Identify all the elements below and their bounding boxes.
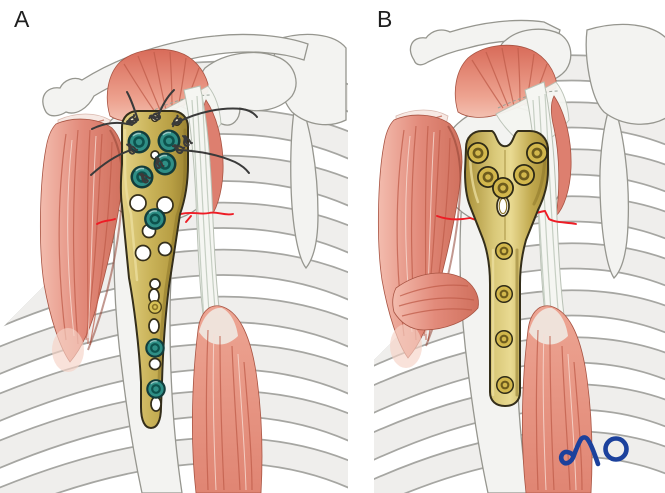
clavicle-a — [42, 33, 309, 117]
panel-b-illustration: AO — [374, 19, 665, 493]
locking-screw — [494, 329, 514, 349]
locking-screw — [143, 207, 167, 231]
locking-screw — [526, 142, 548, 164]
fracture-line-a — [96, 211, 234, 225]
cuff-sutures-a — [90, 89, 258, 185]
capsule-line-a — [149, 94, 213, 113]
locking-plate-a — [119, 110, 189, 430]
locking-screw — [513, 164, 535, 186]
deltoid-muscle-a — [39, 118, 125, 372]
scapula-lateral-border-a — [290, 93, 319, 270]
panel-b-label: B — [377, 6, 393, 32]
locking-screw — [494, 284, 514, 304]
plate-hole — [134, 244, 152, 262]
brachialis-muscle-b — [521, 305, 593, 493]
plate-hole — [149, 278, 161, 290]
locking-screw — [467, 142, 489, 164]
plate-hole — [150, 396, 162, 412]
pectoralis-muscle-b — [392, 272, 479, 331]
locking-screw — [145, 378, 167, 400]
plate-hole — [148, 318, 160, 334]
plate-hole — [148, 357, 162, 371]
locking-screw — [492, 177, 514, 199]
plate-hole — [129, 194, 147, 212]
locking-plate-b — [463, 130, 549, 408]
locking-screw — [152, 151, 178, 177]
locking-screw — [494, 241, 514, 261]
ao-logo-a — [558, 435, 601, 467]
scapula-b — [585, 23, 665, 125]
ao-logo: AO — [558, 435, 629, 467]
brachialis-muscle-a — [191, 305, 263, 493]
locking-screw — [144, 337, 166, 359]
scapula-lateral-border-b — [599, 98, 629, 280]
panel-a-illustration — [0, 33, 348, 493]
locking-screw — [495, 375, 515, 395]
plate-hole — [157, 241, 173, 257]
panel-a-label: A — [14, 6, 30, 32]
cortex-screw — [148, 300, 162, 314]
plate-hole — [156, 196, 174, 214]
ao-logo-o — [603, 436, 629, 462]
